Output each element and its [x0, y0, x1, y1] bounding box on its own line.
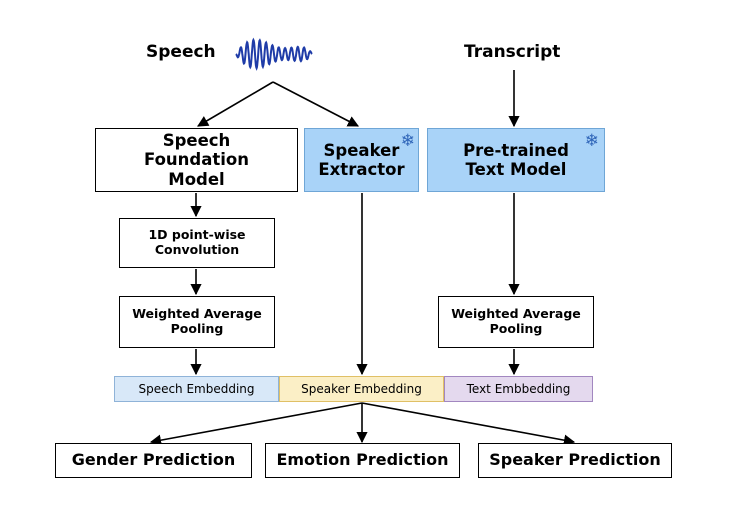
- pretrained-text-model-box: Pre-trained Text Model ❄: [427, 128, 605, 192]
- speaker-extractor-label: Speaker Extractor: [318, 140, 405, 179]
- text-weighted-pooling-box: Weighted Average Pooling: [438, 296, 594, 348]
- speaker-prediction-label: Speaker Prediction: [489, 450, 661, 470]
- speech-weighted-pooling-box: Weighted Average Pooling: [119, 296, 275, 348]
- speaker-prediction-box: Speaker Prediction: [478, 443, 672, 478]
- gender-prediction-box: Gender Prediction: [55, 443, 252, 478]
- arrow-wave-to-foundation: [197, 81, 274, 127]
- speaker-extractor-box: Speaker Extractor ❄: [304, 128, 419, 192]
- speech-embedding-segment: Speech Embedding: [114, 376, 279, 402]
- speech-input-label: Speech: [146, 42, 216, 62]
- pointwise-convolution-label: 1D point-wise Convolution: [148, 227, 246, 257]
- pointwise-convolution-box: 1D point-wise Convolution: [119, 218, 275, 268]
- speaker-embedding-segment: Speaker Embedding: [279, 376, 444, 402]
- emotion-prediction-label: Emotion Prediction: [276, 450, 449, 470]
- speech-foundation-model-box: Speech Foundation Model: [95, 128, 298, 192]
- emotion-prediction-box: Emotion Prediction: [265, 443, 460, 478]
- arrow-to-gender: [149, 402, 363, 446]
- waveform-icon: [235, 37, 313, 71]
- arrow-to-speaker: [361, 402, 576, 446]
- gender-prediction-label: Gender Prediction: [71, 450, 236, 470]
- text-weighted-pooling-label: Weighted Average Pooling: [451, 306, 581, 336]
- pretrained-text-model-label: Pre-trained Text Model: [463, 140, 569, 179]
- snowflake-icon: ❄: [584, 131, 599, 151]
- snowflake-icon: ❄: [400, 131, 415, 151]
- speech-weighted-pooling-label: Weighted Average Pooling: [132, 306, 262, 336]
- speech-foundation-model-label: Speech Foundation Model: [143, 130, 249, 189]
- text-embedding-segment: Text Embbedding: [444, 376, 593, 402]
- transcript-input-label: Transcript: [464, 42, 561, 62]
- arrow-wave-to-extractor: [272, 81, 359, 127]
